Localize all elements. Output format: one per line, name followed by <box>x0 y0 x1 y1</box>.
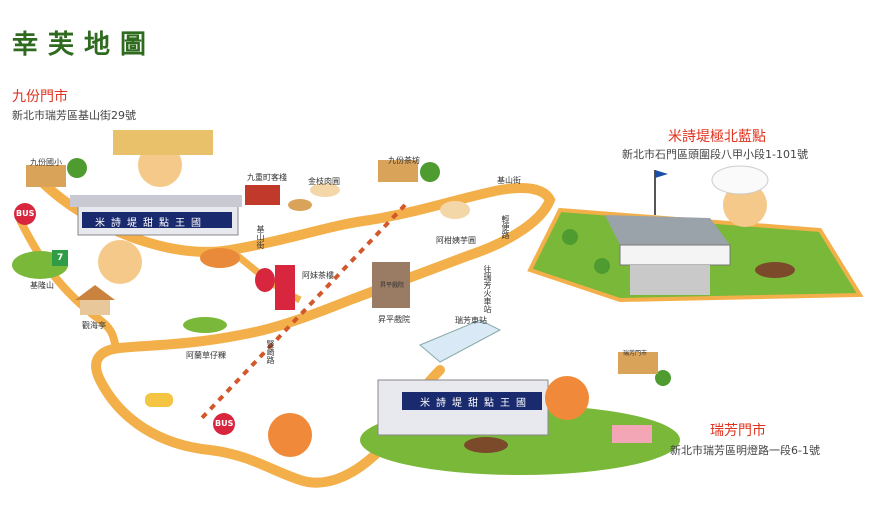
ruifang-station-bridge <box>419 319 502 363</box>
ruifang-shop-sign <box>402 392 542 410</box>
street-jishan-2: 基山街 <box>256 225 265 249</box>
ruifang-shop-sign-text: 米詩堤甜點王國 <box>420 398 532 409</box>
street-shuqi: 豎崎路 <box>266 340 275 364</box>
label-shengping-theater: 昇平戲院 <box>378 315 410 324</box>
page-title: 幸芙地圖 <box>12 30 157 60</box>
jiufen-shop-sign <box>82 212 232 228</box>
pavilion-icon <box>75 285 115 300</box>
convenience-store-badge: 7 <box>57 253 64 263</box>
label-keelung-mountain: 基隆山 <box>30 281 54 290</box>
street-ruifang-shuqi: 往瑞芳火車站 <box>483 265 492 313</box>
dessert-icon <box>183 183 795 453</box>
label-alan-cake: 阿蘭草仔粿 <box>186 351 226 360</box>
stairs-shuqi <box>198 203 407 422</box>
lantern-icon <box>255 265 295 310</box>
mishiti-store-name: 米詩堤極北藍點 <box>668 129 766 145</box>
temple-icon <box>26 160 658 374</box>
street-jishan-1: 基山街 <box>497 176 521 185</box>
label-ruifang-small: 瑞芳門市 <box>623 350 648 357</box>
bus-label-ruifang: BUS <box>215 419 234 428</box>
pavilion-base <box>80 300 110 315</box>
jiufen-store-address: 新北市瑞芳區基山街29號 <box>12 109 136 122</box>
mishiti-building <box>605 215 730 245</box>
tree-icon <box>67 158 671 386</box>
label-jiufen-school: 九份國小 <box>30 158 62 167</box>
cat-mascot-icon <box>98 130 769 457</box>
convenience-store-icon <box>52 250 68 266</box>
label-ruifang-station: 瑞芳車站 <box>455 316 487 325</box>
bus-stop-icon <box>14 203 235 435</box>
label-jiufen-teahouse: 九份茶坊 <box>388 156 420 165</box>
label-ahgan-taro: 阿柑姨芋圓 <box>436 236 476 245</box>
mishiti-building-front <box>619 244 731 266</box>
mishiti-store-address: 新北市石門區頭圍段八甲小段1-101號 <box>622 148 808 161</box>
label-guanhai-pavilion: 觀海亭 <box>82 321 106 330</box>
jiufen-store-name: 九份門市 <box>12 89 68 105</box>
main-road <box>35 175 556 488</box>
flag-icon <box>655 170 668 178</box>
street-qingbian: 輕便路 <box>501 215 510 239</box>
label-jiuchong-inn: 九重町客棧 <box>247 173 287 182</box>
theater-building <box>372 262 410 308</box>
car-icon <box>145 393 173 407</box>
label-shengping-sign: 昇平戲院 <box>380 282 405 289</box>
label-amei-teahouse: 阿妹茶樓 <box>302 271 334 280</box>
jiufen-shop-sign-text: 米詩堤甜點王國 <box>95 218 207 229</box>
ruifang-store-name: 瑞芳門市 <box>710 423 766 439</box>
mishiti-plaza <box>630 265 710 295</box>
jiufen-roof <box>70 195 242 207</box>
bus-label-jiufen: BUS <box>16 209 35 218</box>
ruifang-store-address: 新北市瑞芳區明燈路一段6-1號 <box>670 444 820 457</box>
label-jinzhi-meatball: 金枝肉圓 <box>308 177 340 186</box>
